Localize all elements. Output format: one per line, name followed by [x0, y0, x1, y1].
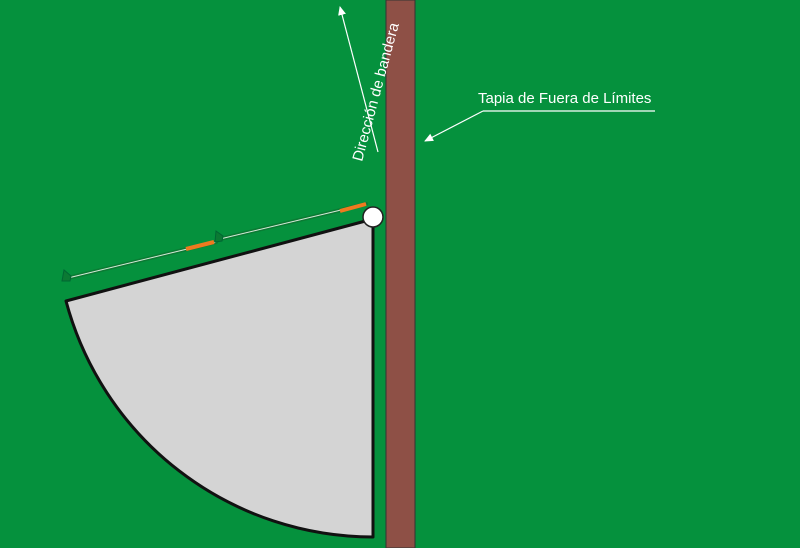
relief-area [64, 217, 375, 539]
wall-label: Tapia de Fuera de Límites [478, 90, 651, 107]
out-of-bounds-wall [385, 0, 416, 548]
golf-club-icon [61, 240, 218, 282]
flag-direction-arrow [338, 6, 379, 153]
golf-club-icon [214, 202, 368, 243]
wall-annotation-arrow [424, 110, 484, 142]
golf-ball-icon [362, 206, 384, 228]
